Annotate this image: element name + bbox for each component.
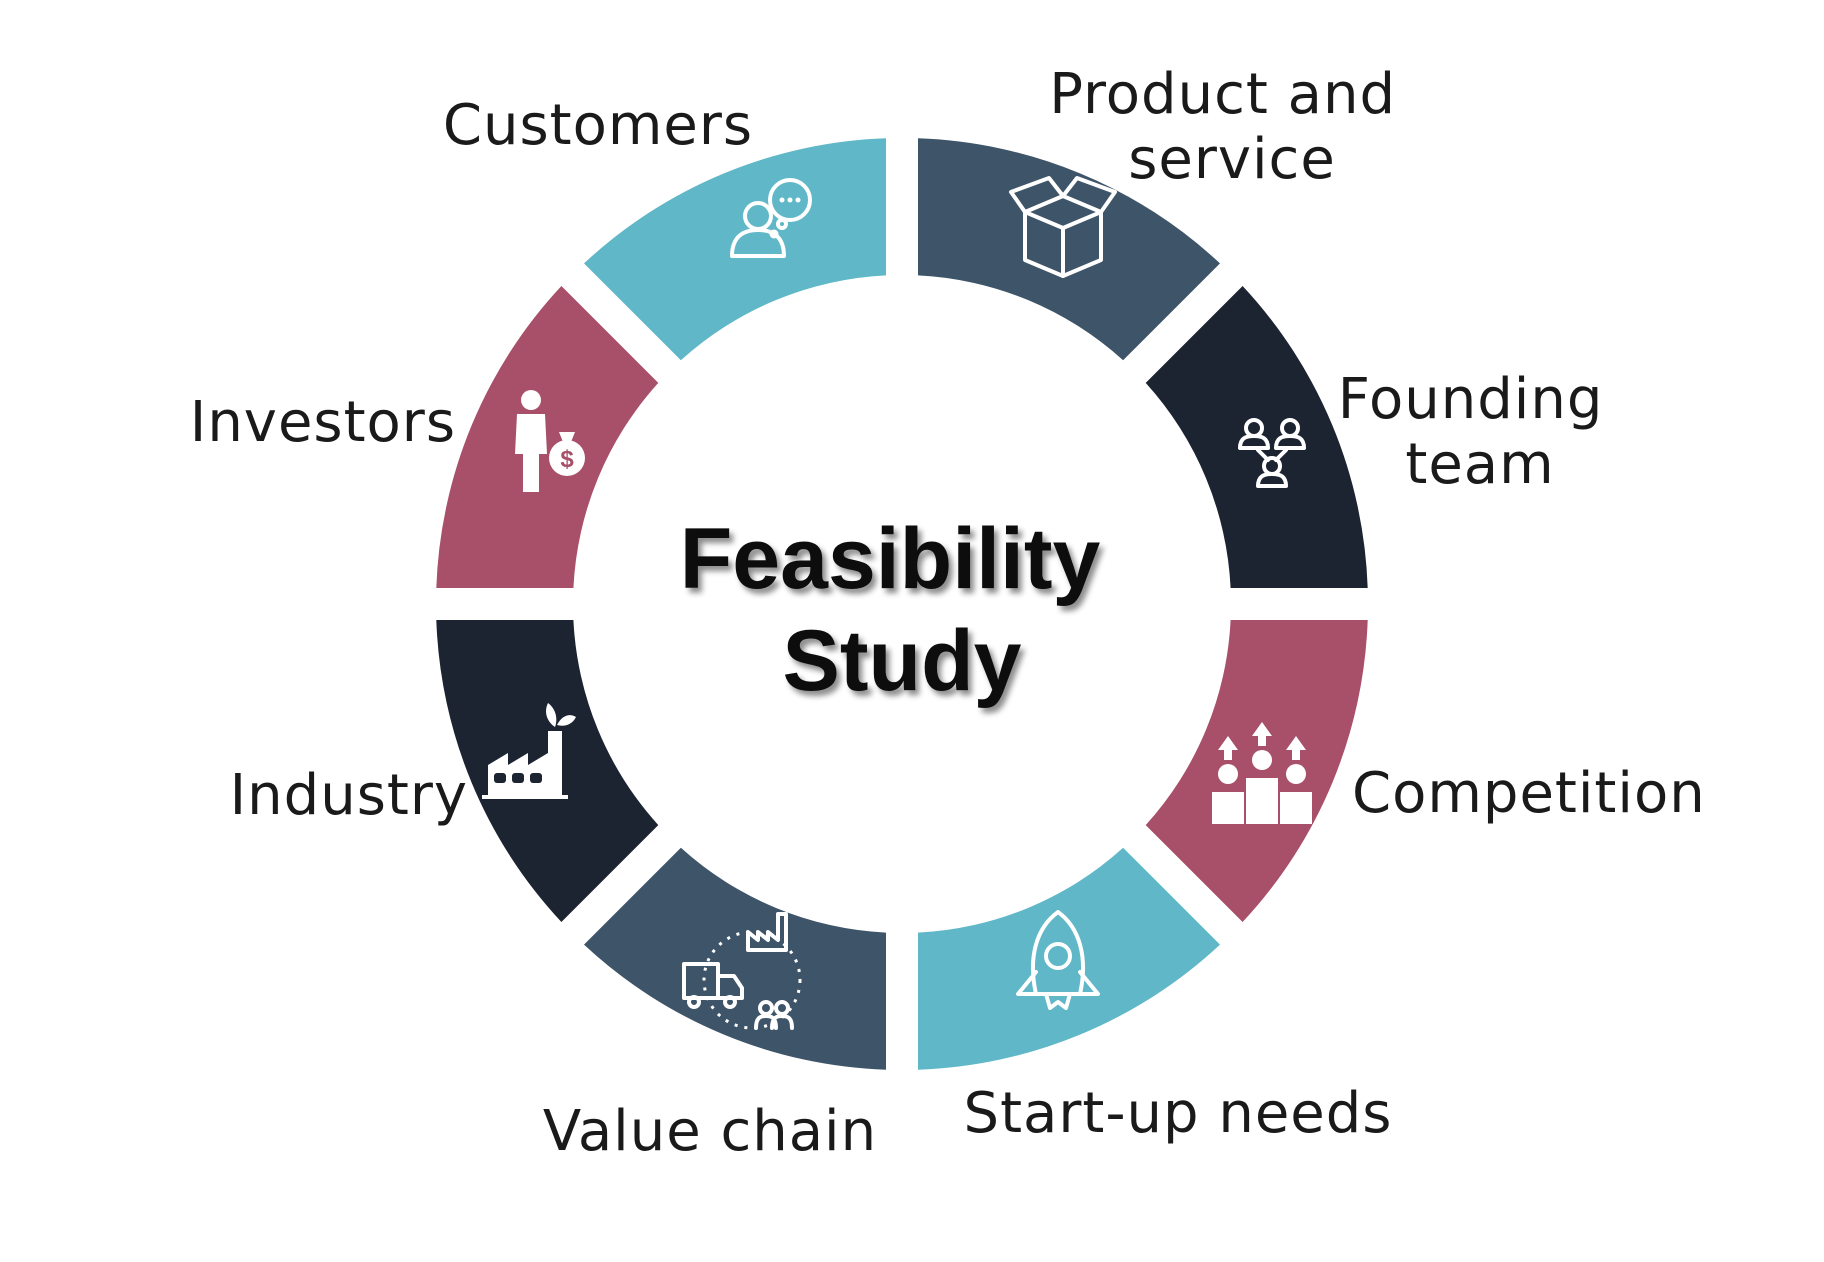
center-title: Feasibility Study [680, 511, 1125, 709]
label-competition: Competition [1352, 761, 1706, 826]
label-industry: Industry [230, 763, 468, 828]
supply-chain-icon [682, 912, 802, 1030]
segment-product-and-service [918, 138, 1220, 361]
team-network-icon [1238, 418, 1306, 488]
label-start-up-needs: Start-up needs [964, 1081, 1393, 1146]
label-product-and-service: Product and service [1049, 62, 1415, 192]
label-investors: Investors [190, 390, 456, 455]
factory-icon [482, 703, 576, 799]
investor-money-bag-icon: $ [515, 390, 585, 492]
segment-investors [436, 286, 659, 588]
box-icon [1009, 176, 1117, 278]
svg-text:$: $ [560, 446, 574, 473]
podium-icon [1212, 722, 1312, 824]
segment-value-chain [584, 847, 886, 1070]
segment-customers [584, 138, 886, 361]
customer-chat-icon [730, 178, 812, 258]
label-founding-team: Founding team [1338, 367, 1622, 497]
segment-competition [1145, 620, 1368, 922]
rocket-icon [1016, 910, 1100, 1010]
label-customers: Customers [443, 93, 753, 158]
label-value-chain: Value chain [543, 1099, 877, 1164]
